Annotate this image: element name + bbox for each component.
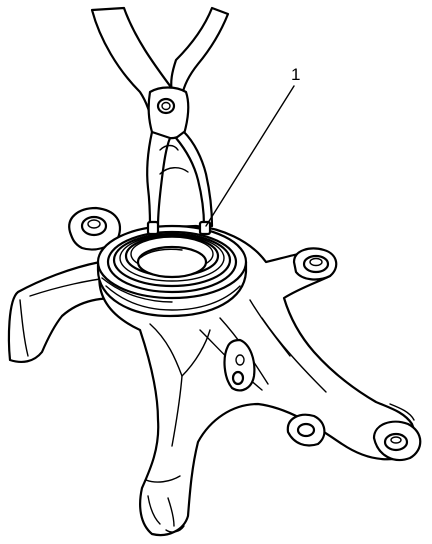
snap-ring: [124, 234, 220, 279]
snap-ring-pliers: [90, 6, 230, 236]
callout-1: 1: [205, 65, 300, 227]
callout-leader-line: [205, 85, 295, 227]
callout-label-1: 1: [291, 65, 300, 84]
